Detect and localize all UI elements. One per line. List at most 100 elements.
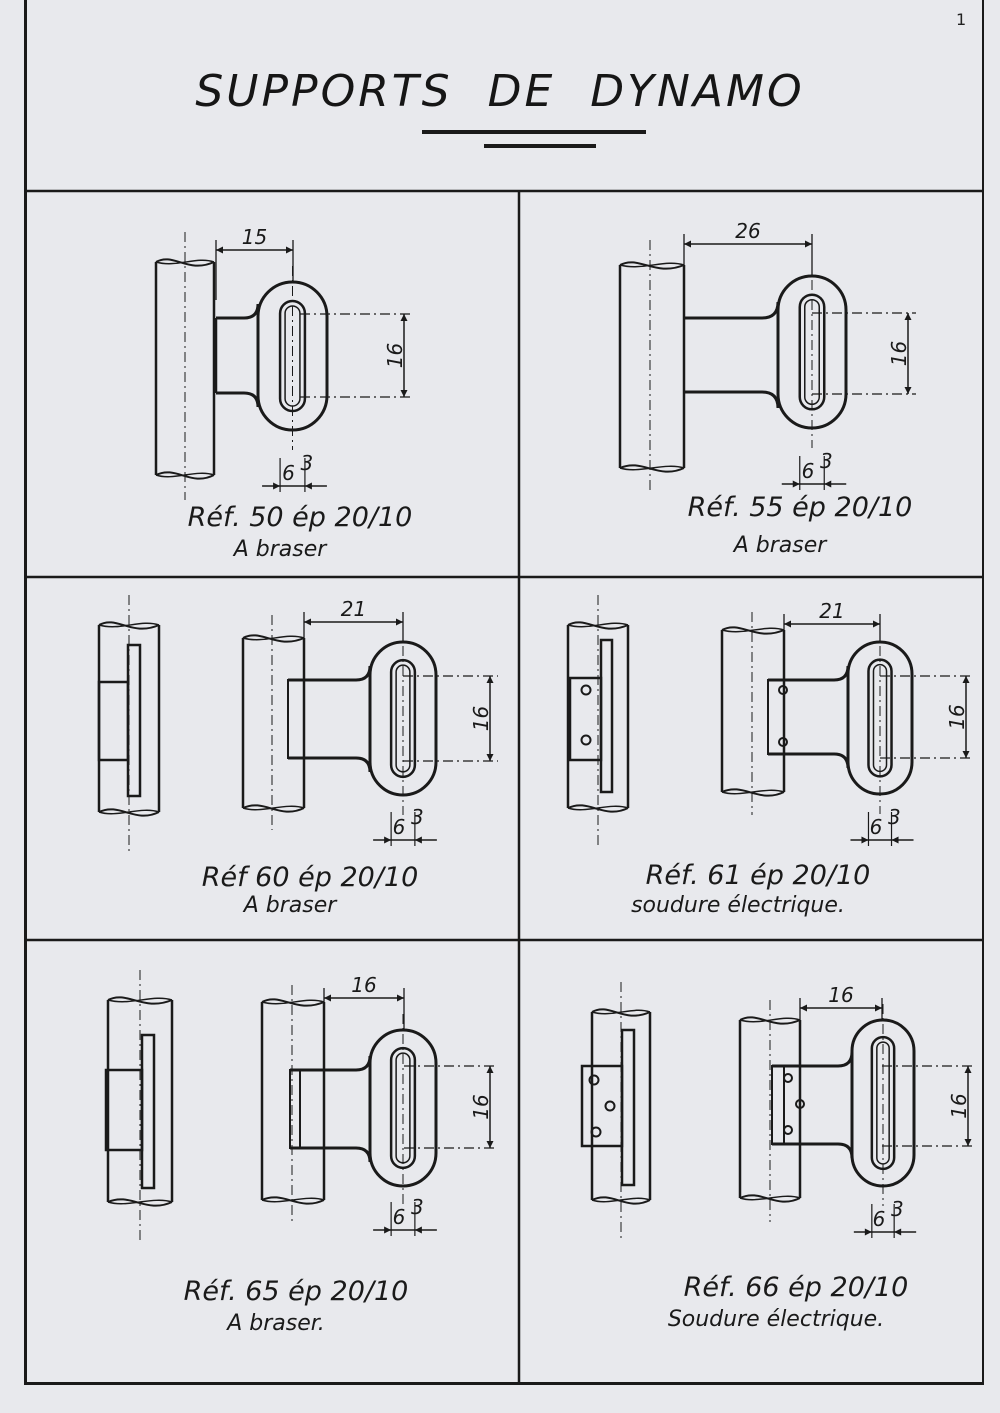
dimension-arrowhead — [304, 482, 312, 490]
dimension-label: 6 — [873, 1207, 886, 1231]
weld-spot — [783, 1125, 793, 1135]
dimension-label: 16 — [469, 706, 493, 731]
tube-break-top-inner — [107, 997, 173, 1003]
neck-bottom — [290, 1146, 372, 1163]
dimension-arrowhead — [964, 1066, 972, 1073]
neck-top — [288, 665, 372, 682]
dimension-arrowhead — [684, 240, 691, 248]
dimension-label: 16 — [887, 341, 911, 366]
dimension-arrowhead — [414, 1226, 422, 1234]
dimension-arrowhead — [824, 480, 832, 488]
weld-spot — [604, 1100, 616, 1112]
dimension-arrowhead — [216, 246, 223, 254]
dimension-arrowhead — [400, 390, 408, 397]
dimension-arrowhead — [894, 1228, 902, 1236]
weld-spot — [580, 684, 592, 696]
tube-break-bottom-inner — [619, 465, 685, 471]
neck-bottom — [684, 390, 780, 409]
dimension-arrowhead — [784, 620, 791, 628]
panel-method: A braser — [732, 533, 829, 558]
sheet-frame — [24, 0, 984, 1385]
eyelet-outline — [368, 640, 438, 797]
dimension-label: 6 — [393, 815, 406, 839]
panel-method: soudure électrique. — [631, 893, 845, 918]
dimension-arrowhead — [486, 1141, 494, 1148]
dimension-label: 16 — [947, 1093, 971, 1118]
panel-ref: Réf. 66 ép 20/10 — [684, 1272, 909, 1303]
panel-ref: Réf 60 ép 20/10 — [202, 862, 419, 893]
plate-front — [104, 1068, 144, 1152]
tube-break-bottom-inner — [591, 1197, 651, 1203]
panel-ref: Réf. 61 ép 20/10 — [646, 860, 871, 891]
neck-bottom — [768, 752, 850, 769]
plate-front — [568, 676, 603, 762]
weld-spot — [580, 734, 592, 746]
dimension-arrowhead — [304, 618, 311, 626]
tube-break-top-inner — [155, 259, 215, 265]
tube-break-top-inner — [567, 622, 629, 628]
dimension-arrowhead — [397, 994, 404, 1002]
dimension-label: 6 — [393, 1205, 406, 1229]
plate-front — [580, 1064, 624, 1148]
dimension-arrowhead — [486, 754, 494, 761]
weld-spot — [778, 685, 788, 695]
panel-ref: Réf. 50 ép 20/10 — [188, 502, 413, 533]
tube-break-top-inner — [98, 622, 160, 628]
dimension-arrowhead — [891, 836, 899, 844]
tube-break-top-inner — [591, 1009, 651, 1015]
dimension-label: 26 — [735, 219, 760, 243]
slot-inner — [876, 1041, 890, 1165]
tube-break-bottom-inner — [261, 1197, 325, 1203]
panel-method: Soudure électrique. — [668, 1307, 884, 1332]
tube-break-top-inner — [739, 1017, 801, 1023]
weld-tab — [289, 1069, 301, 1149]
weld-tab — [287, 679, 305, 759]
slot-outline — [389, 658, 417, 779]
dimension-arrowhead — [904, 313, 912, 320]
dimension-arrowhead — [400, 314, 408, 321]
page-number: 1 — [956, 10, 967, 29]
dimension-label: 16 — [469, 1094, 493, 1119]
slot-inner — [872, 663, 888, 773]
dimension-superscript: 3 — [301, 451, 314, 475]
panel-ref: Réf. 65 ép 20/10 — [184, 1276, 409, 1307]
dimension-arrowhead — [273, 482, 281, 490]
neck-top — [772, 1051, 854, 1068]
dimension-label: 21 — [341, 597, 366, 621]
eyelet-outline — [368, 1028, 438, 1188]
slot-inner — [804, 299, 820, 405]
eyelet-outline — [846, 640, 914, 796]
tube-break-top-inner — [242, 635, 305, 641]
weld-spot — [590, 1126, 602, 1138]
dimension-arrowhead — [384, 1226, 392, 1234]
dimension-arrowhead — [904, 387, 912, 394]
plate-front — [97, 680, 130, 762]
dimension-superscript: 3 — [820, 449, 833, 473]
dimension-label: 16 — [828, 983, 853, 1007]
tube-break-bottom-inner — [567, 805, 629, 811]
tube-break-top-inner — [619, 262, 685, 268]
slot-outline — [389, 1046, 417, 1170]
dimension-arrowhead — [861, 836, 869, 844]
weld-tab — [771, 1065, 785, 1145]
dimension-label: 16 — [351, 973, 376, 997]
neck-top — [768, 665, 850, 682]
neck-top — [216, 303, 260, 320]
slot-inner — [395, 664, 411, 773]
dimension-arrowhead — [964, 1139, 972, 1146]
tube-break-bottom-inner — [739, 1195, 801, 1201]
neck-bottom — [288, 756, 372, 773]
dimension-label: 6 — [870, 815, 883, 839]
dimension-arrowhead — [805, 240, 812, 248]
strip-front — [140, 1033, 156, 1190]
dimension-arrowhead — [800, 1004, 807, 1012]
dimension-superscript: 3 — [411, 1195, 424, 1219]
panel-ref: Réf. 55 ép 20/10 — [688, 492, 913, 523]
neck-top — [290, 1055, 372, 1072]
page-title: SUPPORTS DE DYNAMO — [195, 66, 805, 117]
neck-bottom — [216, 391, 260, 408]
slot-inner — [395, 1052, 411, 1164]
dimension-arrowhead — [414, 836, 422, 844]
